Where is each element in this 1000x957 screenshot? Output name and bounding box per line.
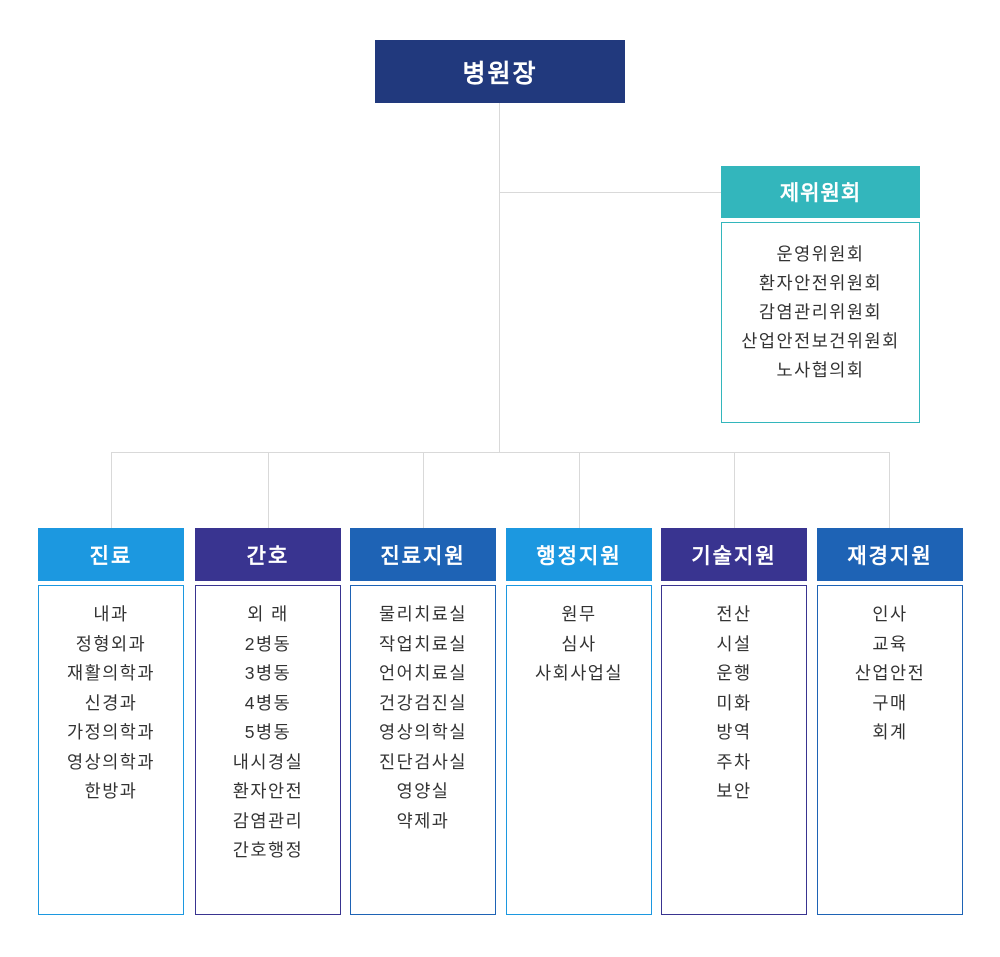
department-item: 구매: [872, 692, 908, 713]
department-item: 방역: [716, 722, 752, 742]
connector-main-horizontal: [111, 452, 890, 453]
department-item: 인사: [872, 604, 908, 624]
department-item: 회계: [872, 722, 908, 742]
department-item: 원무: [561, 604, 597, 624]
department-item: 약제과: [396, 810, 450, 831]
department-item: 3병동: [244, 663, 292, 683]
department-item: 5병동: [244, 722, 292, 742]
department-item: 영양실: [396, 781, 450, 801]
committee-item: 노사협의회: [776, 360, 865, 380]
department-header: 간호: [195, 528, 341, 581]
connector-drop-5: [734, 452, 735, 528]
department-item: 정형외과: [75, 633, 147, 654]
department-item: 진단검사실: [379, 751, 467, 772]
department-item: 외 래: [247, 604, 289, 624]
connector-drop-4: [579, 452, 580, 528]
department-item: 미화: [716, 692, 752, 713]
department-item: 신경과: [84, 692, 138, 713]
connector-committee-branch: [499, 192, 721, 193]
department-item: 가정의학과: [67, 722, 155, 742]
department-item: 주차: [716, 751, 752, 772]
connector-drop-2: [268, 452, 269, 528]
root-node-hospital-director: 병원장: [375, 40, 625, 103]
committee-item: 운영위원회: [776, 244, 865, 264]
department-item: 재활의학과: [67, 663, 155, 683]
department-item: 산업안전: [854, 663, 926, 683]
department-item: 전산: [716, 604, 752, 624]
connector-drop-6: [889, 452, 890, 528]
committee-item: 산업안전보건위원회: [741, 331, 900, 351]
department-header: 기술지원: [661, 528, 807, 581]
department-header: 행정지원: [506, 528, 652, 581]
department-item: 내과: [93, 604, 129, 624]
committee-header: 제위원회: [721, 166, 920, 218]
department-item: 환자안전: [232, 781, 304, 801]
department-item: 운행: [716, 663, 752, 683]
department-header: 재경지원: [817, 528, 963, 581]
department-item: 4병동: [244, 692, 292, 713]
committee-item: 환자안전위원회: [758, 273, 883, 293]
department-item: 보안: [716, 781, 752, 801]
department-item: 교육: [872, 633, 908, 654]
department-item: 한방과: [84, 781, 138, 801]
department-item: 건강검진실: [379, 692, 467, 713]
department-item: 2병동: [244, 633, 292, 654]
connector-root-vertical: [499, 103, 500, 453]
department-item: 작업치료실: [379, 633, 467, 654]
department-header: 진료지원: [350, 528, 496, 581]
department-item: 심사: [561, 633, 597, 654]
committee-item: 감염관리위원회: [758, 302, 883, 322]
department-item: 내시경실: [232, 751, 304, 772]
department-item: 언어치료실: [379, 663, 467, 683]
department-item: 시설: [716, 633, 752, 654]
department-item: 물리치료실: [379, 604, 467, 624]
department-item: 사회사업실: [535, 663, 623, 683]
department-item: 감염관리: [232, 810, 304, 831]
department-item: 영상의학과: [67, 751, 155, 772]
department-item: 영상의학실: [379, 722, 467, 742]
department-header: 진료: [38, 528, 184, 581]
connector-drop-1: [111, 452, 112, 528]
connector-drop-3: [423, 452, 424, 528]
department-item: 간호행정: [232, 840, 304, 860]
